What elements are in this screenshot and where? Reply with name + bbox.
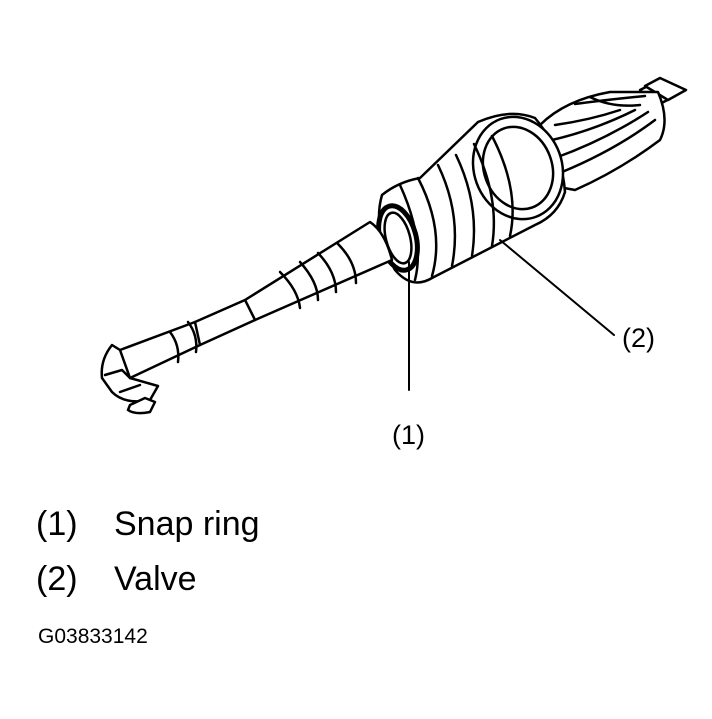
legend-label: Valve (114, 560, 197, 598)
splined-end (100, 343, 160, 415)
callout-2: (2) (622, 323, 655, 353)
input-shaft (118, 220, 394, 380)
legend-item-2: (2) Valve (36, 560, 197, 599)
legend-item-1: (1) Snap ring (36, 505, 260, 544)
pinion-gear (538, 76, 688, 192)
figure-id: G03833142 (38, 625, 148, 648)
legend-label: Snap ring (114, 505, 260, 543)
valve-shaft-illustration (100, 76, 688, 415)
legend-number: (1) (36, 505, 78, 543)
callout-1: (1) (392, 420, 425, 450)
leader-line-2 (499, 239, 615, 336)
legend-number: (2) (36, 560, 78, 598)
valve-body (377, 112, 567, 284)
